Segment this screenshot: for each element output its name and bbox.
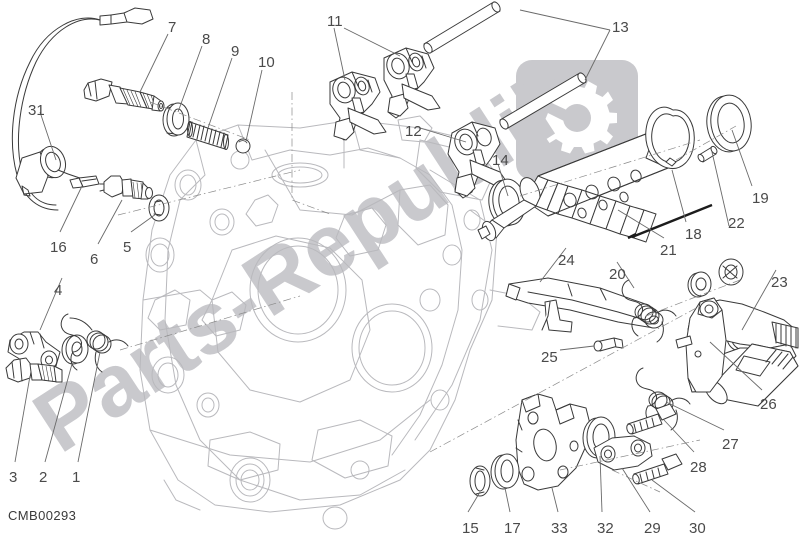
callout-20: 20 xyxy=(609,266,626,283)
callout-2: 2 xyxy=(39,469,48,486)
part-30-screw xyxy=(632,453,683,485)
part-2-washer xyxy=(61,334,89,365)
callout-19: 19 xyxy=(752,190,769,207)
callout-22: 22 xyxy=(728,215,745,232)
part-13-selector-fork-shaft-upper xyxy=(423,1,501,54)
callout-11: 11 xyxy=(327,13,343,30)
part-10-detent-ball xyxy=(235,138,251,154)
part-28-screw xyxy=(626,403,677,435)
diagram-code: CMB00293 xyxy=(8,508,77,523)
part-13-selector-fork-shaft-lower xyxy=(499,72,587,130)
part-16-switch-terminal xyxy=(69,175,100,189)
callout-14: 14 xyxy=(492,152,509,169)
callout-4: 4 xyxy=(54,282,63,299)
part-25-pin xyxy=(593,337,624,352)
part-7-detent-plunger-bolt xyxy=(83,78,165,112)
gear-icon xyxy=(539,81,617,154)
callout-28: 28 xyxy=(690,459,707,476)
callout-16: 16 xyxy=(50,239,67,256)
part-17-washer xyxy=(490,453,520,490)
part-3-bolt xyxy=(5,357,63,383)
part-8-washer xyxy=(162,102,190,137)
part-9-detent-spring xyxy=(186,121,229,150)
callout-18: 18 xyxy=(685,226,702,243)
part-26-gear-change-shaft xyxy=(675,297,799,407)
part-23-lock-washer-upper xyxy=(718,258,744,286)
part-11-selector-fork-b xyxy=(383,47,441,119)
callout-6: 6 xyxy=(90,251,99,268)
assembly-axis-lines xyxy=(117,92,741,493)
callout-7: 7 xyxy=(168,19,177,36)
callout-15: 15 xyxy=(462,520,479,536)
callout-8: 8 xyxy=(202,31,211,48)
callout-17: 17 xyxy=(504,520,521,536)
watermark-text: Parts-Republik xyxy=(16,49,592,471)
part-24-gear-change-pawl-lever xyxy=(505,277,664,333)
callout-12: 12 xyxy=(405,123,422,140)
part-20-return-spring xyxy=(621,279,677,343)
engine-crankcase-ghost xyxy=(139,115,541,530)
part-1-detent-spring xyxy=(60,313,129,373)
callout-25: 25 xyxy=(541,349,558,366)
callout-5: 5 xyxy=(123,239,132,256)
callout-13: 13 xyxy=(612,19,629,36)
part-19-ring xyxy=(706,94,752,153)
part-21-washer xyxy=(687,271,712,298)
callout-21: 21 xyxy=(660,242,677,259)
callout-23: 23 xyxy=(771,274,788,291)
part-4-detent-lever xyxy=(7,331,61,373)
leader-lines xyxy=(14,9,777,513)
callout-33: 33 xyxy=(551,520,568,536)
part-11-selector-fork-a xyxy=(329,71,387,141)
callout-30: 30 xyxy=(689,520,706,536)
callout-3: 3 xyxy=(9,469,18,486)
part-6-neutral-switch xyxy=(99,175,153,200)
callout-29: 29 xyxy=(644,520,661,536)
part-22-dowel-pin xyxy=(697,145,718,163)
callout-32: 32 xyxy=(597,520,614,536)
part-29-index-plate xyxy=(593,435,653,471)
part-15-circlip xyxy=(469,465,491,497)
part-5-sealing-washer xyxy=(148,194,170,222)
callout-31: 31 xyxy=(28,102,45,119)
callout-9: 9 xyxy=(231,43,240,60)
part-33-support-plate xyxy=(515,393,591,491)
svg-text:Parts-Republik: Parts-Republik xyxy=(16,49,592,471)
part-31-neutral-switch-cable xyxy=(11,7,154,211)
callout-24: 24 xyxy=(558,252,575,269)
callout-26: 26 xyxy=(760,396,777,413)
part-21-span-line xyxy=(627,203,713,240)
callout-1: 1 xyxy=(72,469,81,486)
callout-27: 27 xyxy=(722,436,739,453)
callout-10: 10 xyxy=(258,54,275,71)
